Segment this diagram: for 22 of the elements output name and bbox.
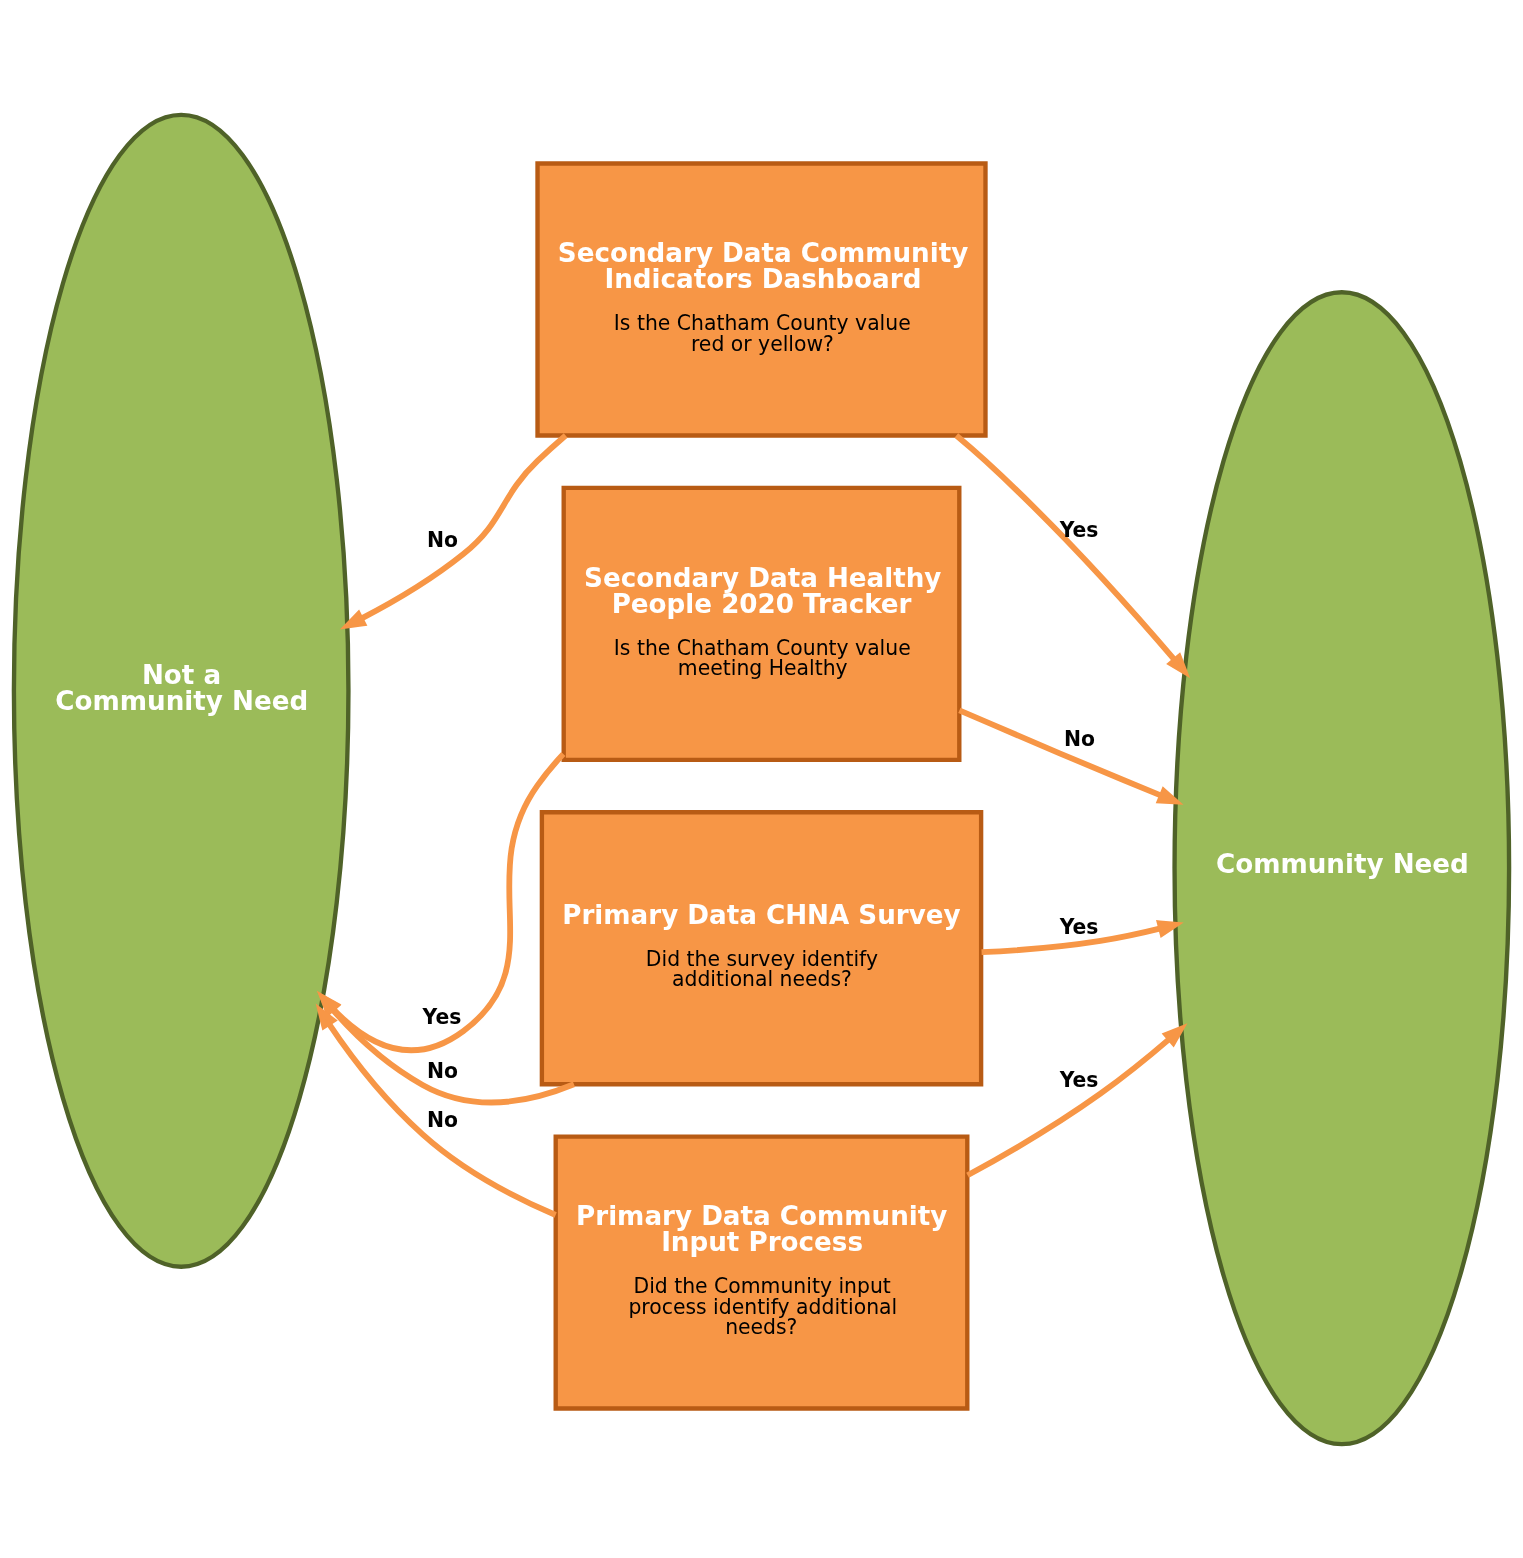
arrow	[315, 1003, 557, 1218]
edge-label: No	[426, 1107, 459, 1132]
arrow	[966, 1022, 1188, 1178]
node-box: Secondary Data Community Indicators Dashboard Is the Chatham County value red or yellow?	[535, 160, 988, 438]
node-box: Secondary Data Healthy People 2020 Tracker Is the Chatham County value meeting Healthy	[561, 485, 962, 762]
arrow	[339, 432, 568, 629]
arrow	[317, 990, 575, 1105]
edge-label: Yes	[1059, 914, 1099, 939]
node-box: Primary Data Community Input Process Did the Community input process identify additional needs?	[553, 1133, 970, 1411]
arrow	[958, 707, 1184, 805]
edge-label: Yes	[1059, 1067, 1099, 1092]
node-ellipse: Community Need	[1172, 289, 1512, 1446]
arrow	[981, 919, 1184, 955]
node-ellipse: Not a Community Need	[11, 112, 351, 1269]
edge-label: No	[426, 527, 459, 552]
edge-label: No	[426, 1058, 459, 1083]
arrow	[954, 432, 1191, 678]
node-box: Primary Data CHNA Survey Did the survey identify additional needs?	[539, 809, 984, 1086]
edge-label: No	[1064, 726, 1096, 751]
edge-label: Yes	[1059, 517, 1099, 542]
edge-label: Yes	[422, 1004, 462, 1029]
arrow	[317, 751, 566, 1053]
